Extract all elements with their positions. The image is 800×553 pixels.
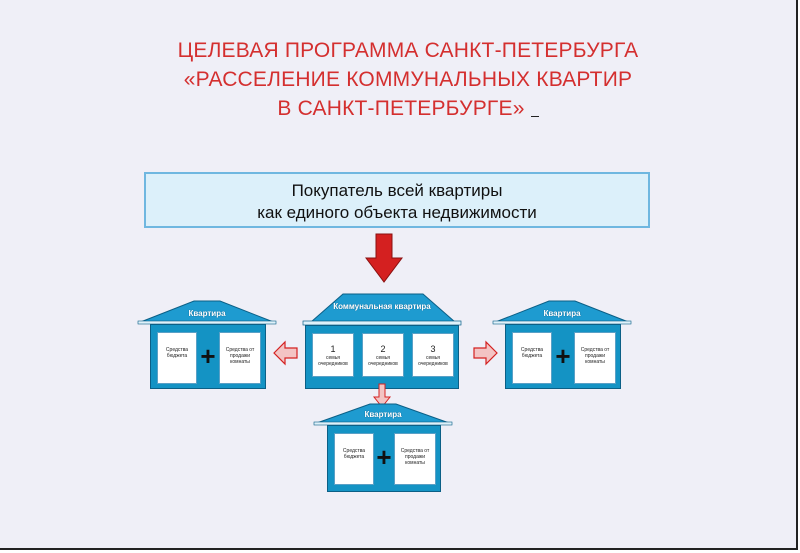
room-card-3: 3 семья очередников: [412, 333, 454, 377]
budget-label: Средства бюджета: [520, 347, 544, 359]
budget-card: Средства бюджета: [334, 433, 374, 485]
budget-card: Средства бюджета: [157, 332, 197, 384]
room-card-1: 1 семья очередников: [312, 333, 354, 377]
room-number-2: 2: [380, 344, 386, 354]
left-arrow-icon: [273, 340, 298, 366]
buyer-line-2: как единого объекта недвижимости: [257, 203, 537, 222]
plus-icon: +: [200, 341, 216, 371]
right-roof-label: Квартира: [543, 309, 581, 318]
sale-label: Средства от продажи комнаты: [400, 448, 430, 466]
right-house-body: Средства бюджета + Средства от продажи к…: [505, 324, 621, 389]
room-label-1: семья очередников: [318, 355, 348, 367]
communal-apartment-house: Коммунальная квартира 1 семья очереднико…: [293, 292, 471, 400]
plus-icon: +: [376, 442, 392, 472]
buyer-box: Покупатель всей квартиры как единого объ…: [144, 172, 650, 228]
room-label-2: семья очередников: [368, 355, 398, 367]
bottom-house-body: Средства бюджета + Средства от продажи к…: [327, 425, 441, 492]
budget-label: Средства бюджета: [342, 448, 366, 460]
roof-icon: [302, 293, 462, 326]
room-number-1: 1: [330, 344, 336, 354]
bottom-roof-label: Квартира: [364, 410, 402, 419]
title-line-3: В САНКТ-ПЕТЕРБУРГЕ»: [277, 97, 525, 120]
room-label-3: семья очередников: [418, 355, 448, 367]
plus-icon: +: [555, 341, 571, 371]
left-apartment-house: Квартира Средства бюджета + Средства от …: [136, 299, 278, 391]
down-arrow-icon: [365, 233, 403, 283]
buyer-line-1: Покупатель всей квартиры: [291, 181, 503, 200]
communal-roof-label: Коммунальная квартира: [333, 302, 431, 311]
slide-title: ЦЕЛЕВАЯ ПРОГРАММА САНКТ-ПЕТЕРБУРГА «РАСС…: [0, 36, 800, 123]
sale-label: Средства от продажи комнаты: [225, 347, 255, 365]
sale-card: Средства от продажи комнаты: [219, 332, 261, 384]
sale-card: Средства от продажи комнаты: [394, 433, 436, 485]
sale-card: Средства от продажи комнаты: [574, 332, 616, 384]
room-number-3: 3: [430, 344, 436, 354]
right-apartment-house: Квартира Средства бюджета + Средства от …: [491, 299, 633, 391]
title-line-2: «РАССЕЛЕНИЕ КОММУНАЛЬНЫХ КВАРТИР: [183, 68, 633, 91]
left-house-body: Средства бюджета + Средства от продажи к…: [150, 324, 266, 389]
roof-icon: [492, 300, 632, 325]
budget-label: Средства бюджета: [165, 347, 189, 359]
title-line-1: ЦЕЛЕВАЯ ПРОГРАММА САНКТ-ПЕТЕРБУРГА: [177, 39, 639, 62]
small-down-arrow-icon: [372, 383, 392, 408]
title-underline: [530, 100, 539, 117]
communal-house-body: 1 семья очередников 2 семья очередников …: [305, 325, 459, 389]
budget-card: Средства бюджета: [512, 332, 552, 384]
room-card-2: 2 семья очередников: [362, 333, 404, 377]
bottom-apartment-house: Квартира Средства бюджета + Средства от …: [312, 402, 454, 494]
sale-label: Средства от продажи комнаты: [580, 347, 610, 365]
left-roof-label: Квартира: [188, 309, 226, 318]
right-arrow-icon: [473, 340, 498, 366]
